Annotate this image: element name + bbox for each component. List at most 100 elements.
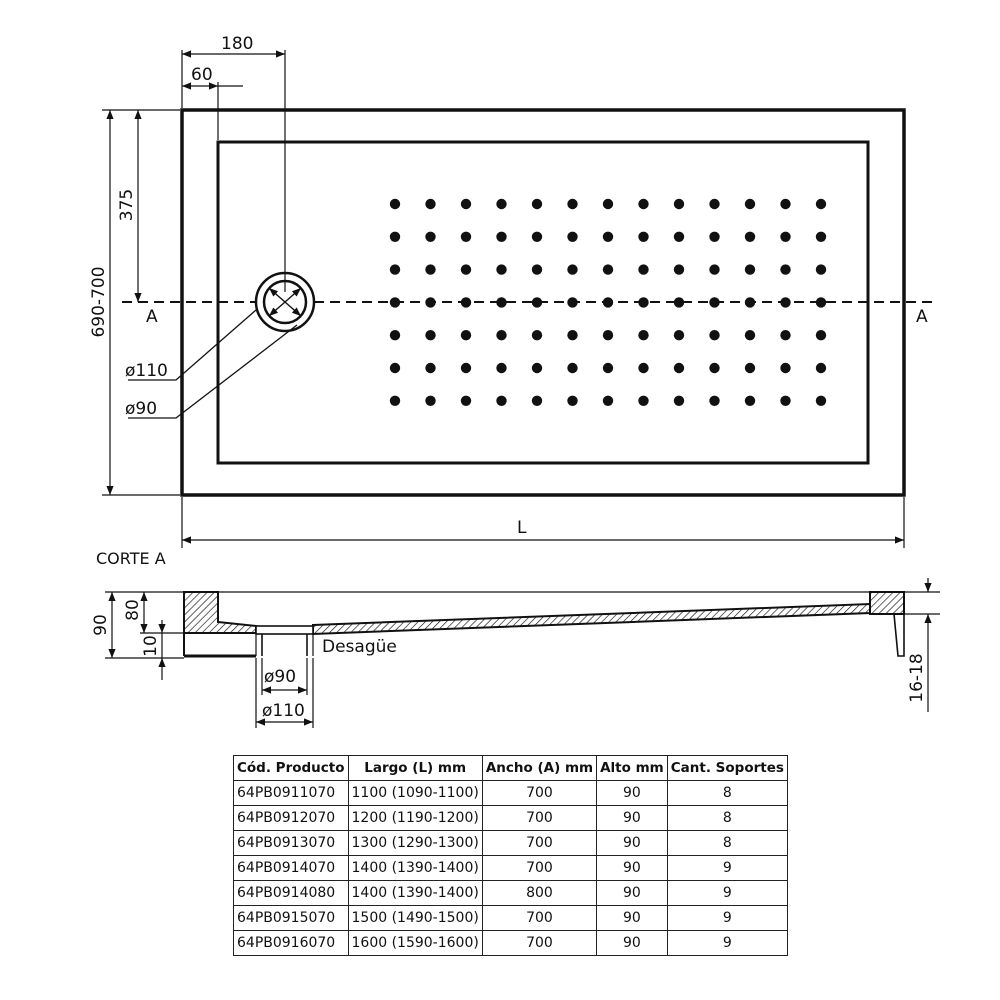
anti-slip-dot bbox=[496, 362, 507, 374]
anti-slip-dot bbox=[460, 231, 472, 242]
cell-length: 1300 (1290-1300) bbox=[347, 830, 483, 856]
anti-slip-dot bbox=[460, 330, 472, 341]
section-view: CORTE A Desagüe 90 80 bbox=[91, 549, 940, 728]
anti-slip-dot bbox=[460, 198, 472, 210]
cell-product-code: 64PB0914080 bbox=[233, 880, 349, 906]
dim-label-690-700: 690-700 bbox=[89, 266, 109, 337]
anti-slip-dot-grid bbox=[389, 198, 827, 406]
anti-slip-dot bbox=[602, 264, 614, 275]
anti-slip-dot bbox=[709, 198, 720, 210]
cell-height: 90 bbox=[596, 830, 668, 856]
anti-slip-dot bbox=[496, 198, 507, 210]
anti-slip-dot bbox=[709, 395, 720, 406]
tray-outer-outline bbox=[180, 108, 906, 497]
anti-slip-dot bbox=[425, 231, 436, 242]
anti-slip-dot bbox=[780, 330, 791, 341]
anti-slip-dot bbox=[389, 362, 401, 374]
cell-width: 700 bbox=[481, 930, 598, 956]
anti-slip-dot bbox=[638, 330, 649, 341]
cell-length: 1100 (1090-1100) bbox=[347, 780, 483, 806]
header-product-code: Cód. Producto bbox=[233, 755, 349, 781]
anti-slip-dot bbox=[496, 264, 507, 275]
anti-slip-dot bbox=[567, 264, 578, 275]
anti-slip-dot bbox=[567, 231, 578, 242]
anti-slip-dot bbox=[425, 330, 436, 341]
cell-height: 90 bbox=[596, 780, 668, 806]
anti-slip-dot bbox=[496, 395, 507, 406]
anti-slip-dot bbox=[815, 330, 827, 341]
cell-product-code: 64PB0913070 bbox=[233, 830, 349, 856]
anti-slip-dot bbox=[815, 395, 827, 406]
section-floor-slab bbox=[312, 602, 871, 636]
anti-slip-dot bbox=[531, 198, 543, 210]
anti-slip-dot bbox=[673, 297, 685, 308]
anti-slip-dot bbox=[389, 198, 401, 210]
cell-product-code: 64PB0914070 bbox=[233, 855, 349, 881]
cell-length: 1600 (1590-1600) bbox=[347, 930, 483, 956]
cell-width: 700 bbox=[481, 855, 598, 881]
anti-slip-dot bbox=[780, 198, 791, 210]
anti-slip-dot bbox=[744, 330, 756, 341]
cell-width: 700 bbox=[481, 830, 598, 856]
product-spec-table: Cód. Producto Largo (L) mm Ancho (A) mm … bbox=[233, 755, 788, 956]
anti-slip-dot bbox=[425, 395, 436, 406]
anti-slip-dot bbox=[638, 198, 649, 210]
label-drain: Desagüe bbox=[322, 637, 397, 657]
header-length: Largo (L) mm bbox=[347, 755, 483, 781]
cell-product-code: 64PB0912070 bbox=[233, 805, 349, 831]
anti-slip-dot bbox=[496, 330, 507, 341]
section-marker-left: A bbox=[146, 307, 158, 327]
anti-slip-dot bbox=[638, 264, 649, 275]
anti-slip-dot bbox=[815, 198, 827, 210]
cell-height: 90 bbox=[596, 905, 668, 931]
anti-slip-dot bbox=[531, 297, 543, 308]
anti-slip-dot bbox=[531, 330, 543, 341]
leader-drain-outer bbox=[128, 309, 257, 381]
anti-slip-dot bbox=[744, 362, 756, 374]
cell-product-code: 64PB0911070 bbox=[233, 780, 349, 806]
anti-slip-dot bbox=[744, 264, 756, 275]
cell-height: 90 bbox=[596, 805, 668, 831]
anti-slip-dot bbox=[815, 231, 827, 242]
anti-slip-dot bbox=[531, 362, 543, 374]
cell-product-code: 64PB0915070 bbox=[233, 905, 349, 931]
leader-drain-inner bbox=[128, 324, 298, 419]
anti-slip-dot bbox=[567, 198, 578, 210]
cell-width: 700 bbox=[481, 905, 598, 931]
section-left-rim bbox=[183, 591, 257, 634]
cell-supports: 8 bbox=[666, 805, 788, 831]
anti-slip-dot bbox=[709, 264, 720, 275]
cell-height: 90 bbox=[596, 855, 668, 881]
anti-slip-dot bbox=[389, 231, 401, 242]
anti-slip-dot bbox=[744, 395, 756, 406]
dim-label-drain-outer: ø110 bbox=[262, 701, 305, 721]
cell-length: 1500 (1490-1500) bbox=[347, 905, 483, 931]
anti-slip-dot bbox=[602, 330, 614, 341]
anti-slip-dot bbox=[780, 264, 791, 275]
section-right-rim bbox=[869, 591, 905, 615]
drain-symbol bbox=[254, 271, 316, 333]
cell-length: 1400 (1390-1400) bbox=[347, 880, 483, 906]
dim-label-length: L bbox=[517, 518, 527, 538]
anti-slip-dot bbox=[389, 264, 401, 275]
anti-slip-dot bbox=[567, 395, 578, 406]
anti-slip-dot bbox=[744, 231, 756, 242]
dim-label-90: 90 bbox=[91, 614, 111, 636]
anti-slip-dot bbox=[780, 231, 791, 242]
anti-slip-dot bbox=[673, 362, 685, 374]
anti-slip-dot bbox=[815, 362, 827, 374]
cell-supports: 9 bbox=[666, 930, 788, 956]
cell-supports: 8 bbox=[666, 830, 788, 856]
dim-label-80: 80 bbox=[123, 599, 143, 621]
dim-label-support: 16-18 bbox=[907, 653, 927, 702]
cell-length: 1200 (1190-1200) bbox=[347, 805, 483, 831]
dim-label-375: 375 bbox=[117, 189, 137, 221]
anti-slip-dot bbox=[496, 297, 507, 308]
header-width: Ancho (A) mm bbox=[481, 755, 598, 781]
anti-slip-dot bbox=[425, 362, 436, 374]
dim-label-180: 180 bbox=[221, 34, 253, 54]
